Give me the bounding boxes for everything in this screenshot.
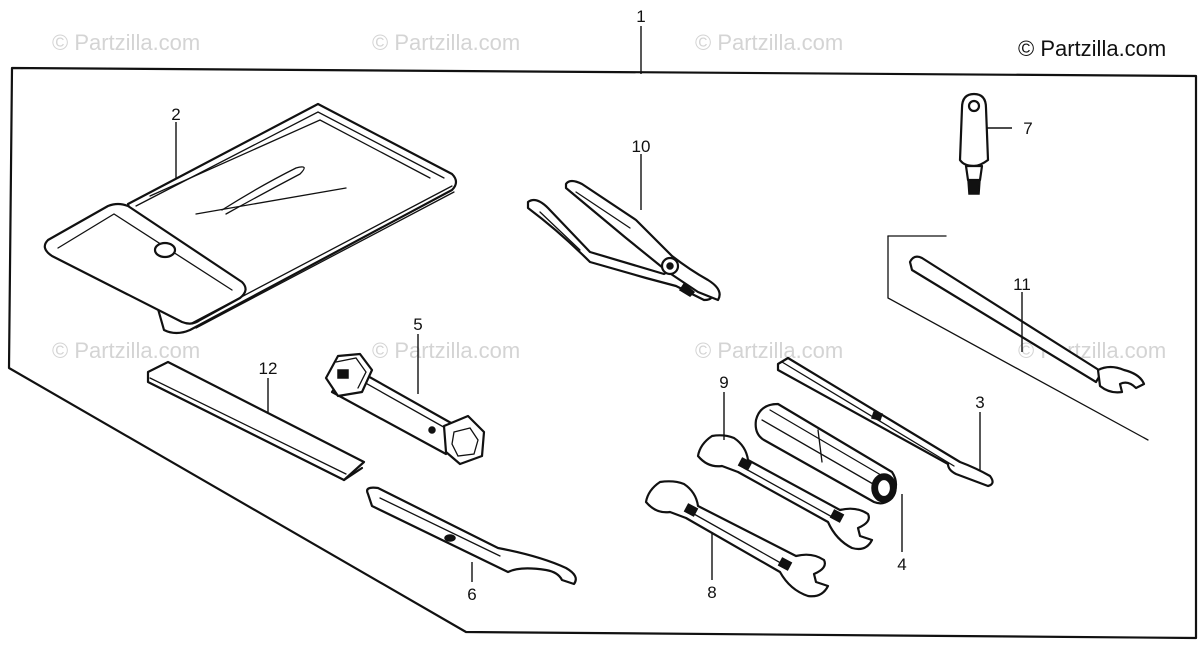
leader-lines [175, 122, 1023, 582]
flat-screwdriver[interactable] [776, 356, 994, 488]
callout-numbers: 1 2 3 4 5 6 7 8 9 10 11 12 [171, 7, 1032, 604]
watermark: © Partzilla.com [695, 30, 844, 55]
extension-bar[interactable] [146, 360, 366, 482]
pliers[interactable] [526, 179, 721, 302]
open-end-wrench-long[interactable] [887, 235, 1149, 441]
assembly-outline [7, 26, 1198, 640]
callout-7: 7 [1023, 119, 1032, 138]
tool-bag[interactable] [43, 102, 458, 335]
open-end-wrench-lower[interactable] [644, 480, 830, 598]
watermark: © Partzilla.com [372, 30, 521, 55]
callout-6: 6 [467, 585, 476, 604]
callout-3: 3 [975, 393, 984, 412]
callout-10: 10 [632, 137, 651, 156]
callout-5: 5 [413, 315, 422, 334]
callout-2: 2 [171, 105, 180, 124]
callout-9: 9 [719, 373, 728, 392]
open-end-wrench-upper[interactable] [696, 434, 874, 551]
callout-11: 11 [1013, 275, 1031, 294]
copyright-notice: © Partzilla.com [1018, 36, 1167, 61]
plug-wrench[interactable] [324, 352, 486, 466]
callout-8: 8 [707, 583, 716, 602]
callout-4: 4 [897, 555, 906, 574]
watermark: © Partzilla.com [695, 338, 844, 363]
callout-12: 12 [259, 359, 278, 378]
watermark: © Partzilla.com [52, 338, 201, 363]
watermark: © Partzilla.com [52, 30, 201, 55]
screwdriver-handle[interactable] [754, 402, 898, 505]
screwdriver-grip[interactable] [958, 92, 990, 195]
pin-spanner[interactable] [366, 486, 577, 586]
callout-1: 1 [636, 7, 645, 26]
watermark: © Partzilla.com [372, 338, 521, 363]
